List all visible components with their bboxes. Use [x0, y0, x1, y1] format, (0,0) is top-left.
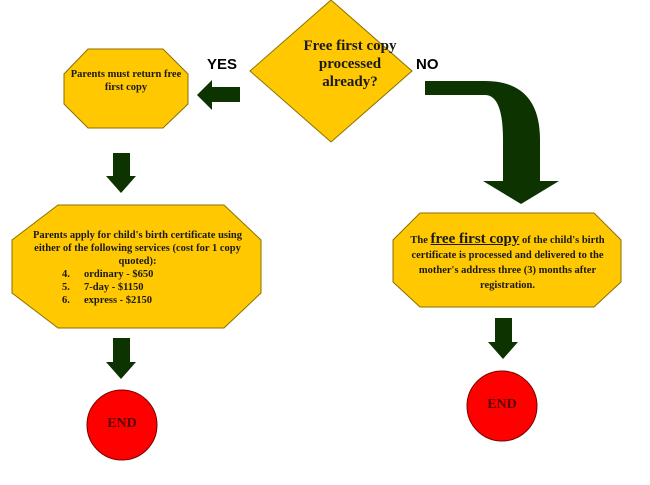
service-item: 6.express - $2150 [62, 295, 153, 306]
down-arrow-left-1 [106, 153, 136, 193]
end-circle-left [86, 389, 158, 461]
down-arrow-right [488, 318, 518, 359]
no-curved-arrow [425, 81, 559, 204]
apply-text: Parents apply for child's birth certific… [30, 229, 245, 307]
yes-label: YES [207, 56, 238, 73]
decision-question: Free first copy processed already? [303, 38, 397, 90]
no-label: NO [416, 56, 439, 73]
return-copy-octagon [63, 48, 189, 129]
decision-diamond [249, 0, 413, 143]
yes-arrow [197, 80, 240, 110]
service-item: 4.ordinary - $650 [62, 269, 154, 280]
service-item: 5.7-day - $1150 [62, 282, 144, 293]
down-arrow-left-2 [106, 338, 136, 379]
free-copy-octagon [392, 212, 622, 308]
free-copy-text: The free first copy of the child's birth… [410, 231, 605, 292]
service-list: 4.ordinary - $650 5.7-day - $1150 6.expr… [30, 268, 245, 307]
free-copy-emphasis: free first copy [430, 231, 520, 247]
end-circle-right [466, 370, 538, 442]
return-copy-text: Parents must return free first copy [70, 69, 182, 93]
apply-intro: Parents apply for child's birth certific… [32, 230, 243, 267]
end-label-right: END [487, 397, 517, 412]
apply-octagon [11, 204, 262, 329]
end-label-left: END [107, 416, 137, 431]
